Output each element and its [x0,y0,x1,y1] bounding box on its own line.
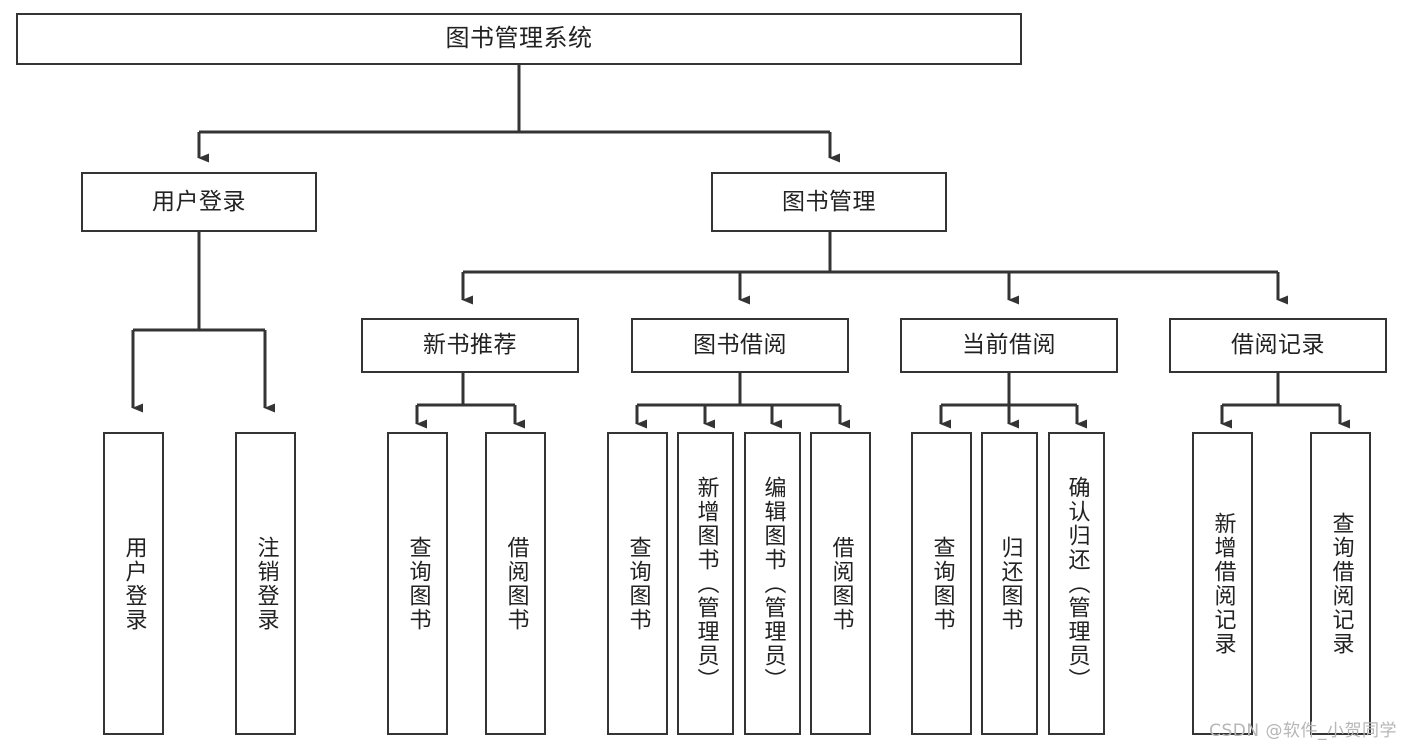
node-label: 查询图书 [625,535,651,632]
leaf-borrow-edit-book-admin[interactable]: 编辑图书（管理员） [744,432,801,735]
leaf-borrow-add-book-admin[interactable]: 新增图书（管理员） [677,432,734,735]
node-label: 图书管理系统 [445,24,593,53]
node-label: 查询图书 [405,535,431,632]
node-book-management[interactable]: 图书管理 [711,172,947,232]
leaf-new-book-query-books[interactable]: 查询图书 [387,432,448,735]
leaf-current-confirm-return-admin[interactable]: 确认归还（管理员） [1048,432,1105,735]
node-current-borrow[interactable]: 当前借阅 [900,318,1118,373]
node-label: 归还图书 [997,535,1023,632]
node-label: 新书推荐 [423,332,517,359]
leaf-current-query-books[interactable]: 查询图书 [911,432,972,735]
leaf-current-return-books[interactable]: 归还图书 [981,432,1038,735]
node-label: 编辑图书（管理员） [760,475,786,692]
csdn-watermark: CSDN @软件_小贺同学 [1209,721,1397,741]
node-label: 借阅图书 [828,535,854,632]
leaf-records-query-record[interactable]: 查询借阅记录 [1310,432,1371,735]
node-borrow-records[interactable]: 借阅记录 [1169,318,1387,373]
node-label: 用户登录 [152,188,246,215]
leaf-borrow-borrow-books[interactable]: 借阅图书 [810,432,871,735]
node-label: 当前借阅 [962,332,1056,359]
node-label: 查询图书 [929,535,955,632]
leaf-borrow-query-books[interactable]: 查询图书 [607,432,668,735]
node-new-book-recommend[interactable]: 新书推荐 [361,318,579,373]
node-label: 注销登录 [253,535,279,632]
leaf-records-add-record[interactable]: 新增借阅记录 [1192,432,1253,735]
leaf-user-login-sign-in[interactable]: 用户登录 [103,432,164,735]
node-label: 新增图书（管理员） [693,475,719,692]
node-user-login[interactable]: 用户登录 [81,172,317,232]
node-label: 用户登录 [121,535,147,632]
node-label: 图书借阅 [693,332,787,359]
node-label: 借阅图书 [503,535,529,632]
node-label: 新增借阅记录 [1210,511,1236,656]
node-label: 查询借阅记录 [1328,511,1354,656]
node-label: 借阅记录 [1231,332,1325,359]
leaf-new-book-borrow-books[interactable]: 借阅图书 [485,432,546,735]
node-root-book-management-system[interactable]: 图书管理系统 [16,13,1022,65]
node-label: 图书管理 [782,188,876,215]
leaf-user-login-sign-out[interactable]: 注销登录 [235,432,296,735]
node-book-borrow[interactable]: 图书借阅 [631,318,849,373]
node-label: 确认归还（管理员） [1064,475,1090,692]
